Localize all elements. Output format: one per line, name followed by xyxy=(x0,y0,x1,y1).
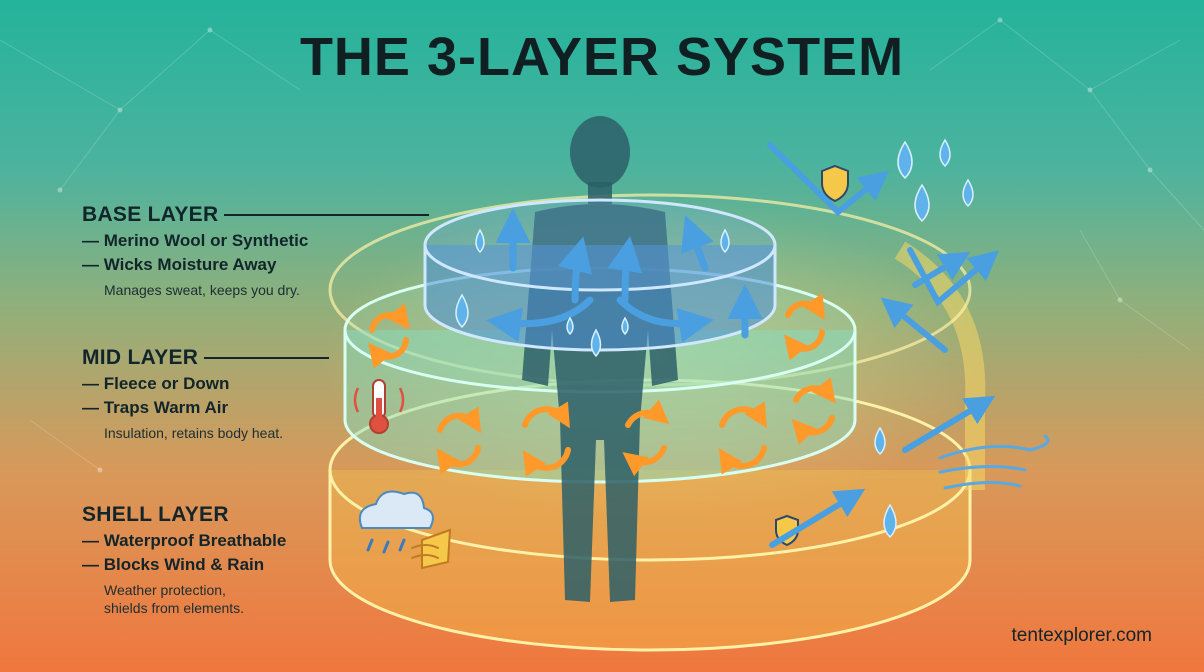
shell-layer-point-2: — Blocks Wind & Rain xyxy=(82,555,265,574)
base-layer-point-1: — Merino Wool or Synthetic xyxy=(82,231,309,250)
base-layer-title: BASE LAYER xyxy=(82,203,219,226)
circular-arrows-icon xyxy=(367,293,836,477)
base-layer-description: Manages sweat, keeps you dry. xyxy=(104,282,300,298)
mid-layer-title: MID LAYER xyxy=(82,346,199,369)
shell-layer-description-1: Weather protection, xyxy=(104,582,226,598)
wind-icon xyxy=(411,434,1050,570)
base-layer-point-2: — Wicks Moisture Away xyxy=(82,255,277,274)
shell-layer-point-1: — Waterproof Breathable xyxy=(82,531,287,550)
deflect-arrows xyxy=(767,142,1000,548)
base-layer-ring xyxy=(423,198,777,352)
moisture-arrows xyxy=(486,208,763,343)
mid-layer-leader-line xyxy=(204,357,330,359)
rain-cloud-icon xyxy=(358,490,434,554)
water-drop-icon xyxy=(455,138,974,542)
mid-layer-point-2: — Traps Warm Air xyxy=(82,398,229,417)
shell-layer-description-2: shields from elements. xyxy=(104,600,245,616)
page-title: THE 3-LAYER SYSTEM xyxy=(299,27,905,87)
shell-layer-title: SHELL LAYER xyxy=(82,503,229,526)
mid-layer-label: MID LAYER — Fleece or Down — Traps Warm … xyxy=(82,346,330,442)
thermometer-icon xyxy=(353,379,405,434)
base-layer-leader-line xyxy=(224,214,430,216)
mid-layer-description: Insulation, retains body heat. xyxy=(104,425,284,441)
site-url: tentexplorer.com xyxy=(1011,625,1152,646)
shell-layer-label: SHELL LAYER — Waterproof Breathable — Bl… xyxy=(82,503,286,617)
base-layer-label: BASE LAYER — Merino Wool or Synthetic — … xyxy=(82,203,430,299)
mid-layer-point-1: — Fleece or Down xyxy=(82,374,230,393)
